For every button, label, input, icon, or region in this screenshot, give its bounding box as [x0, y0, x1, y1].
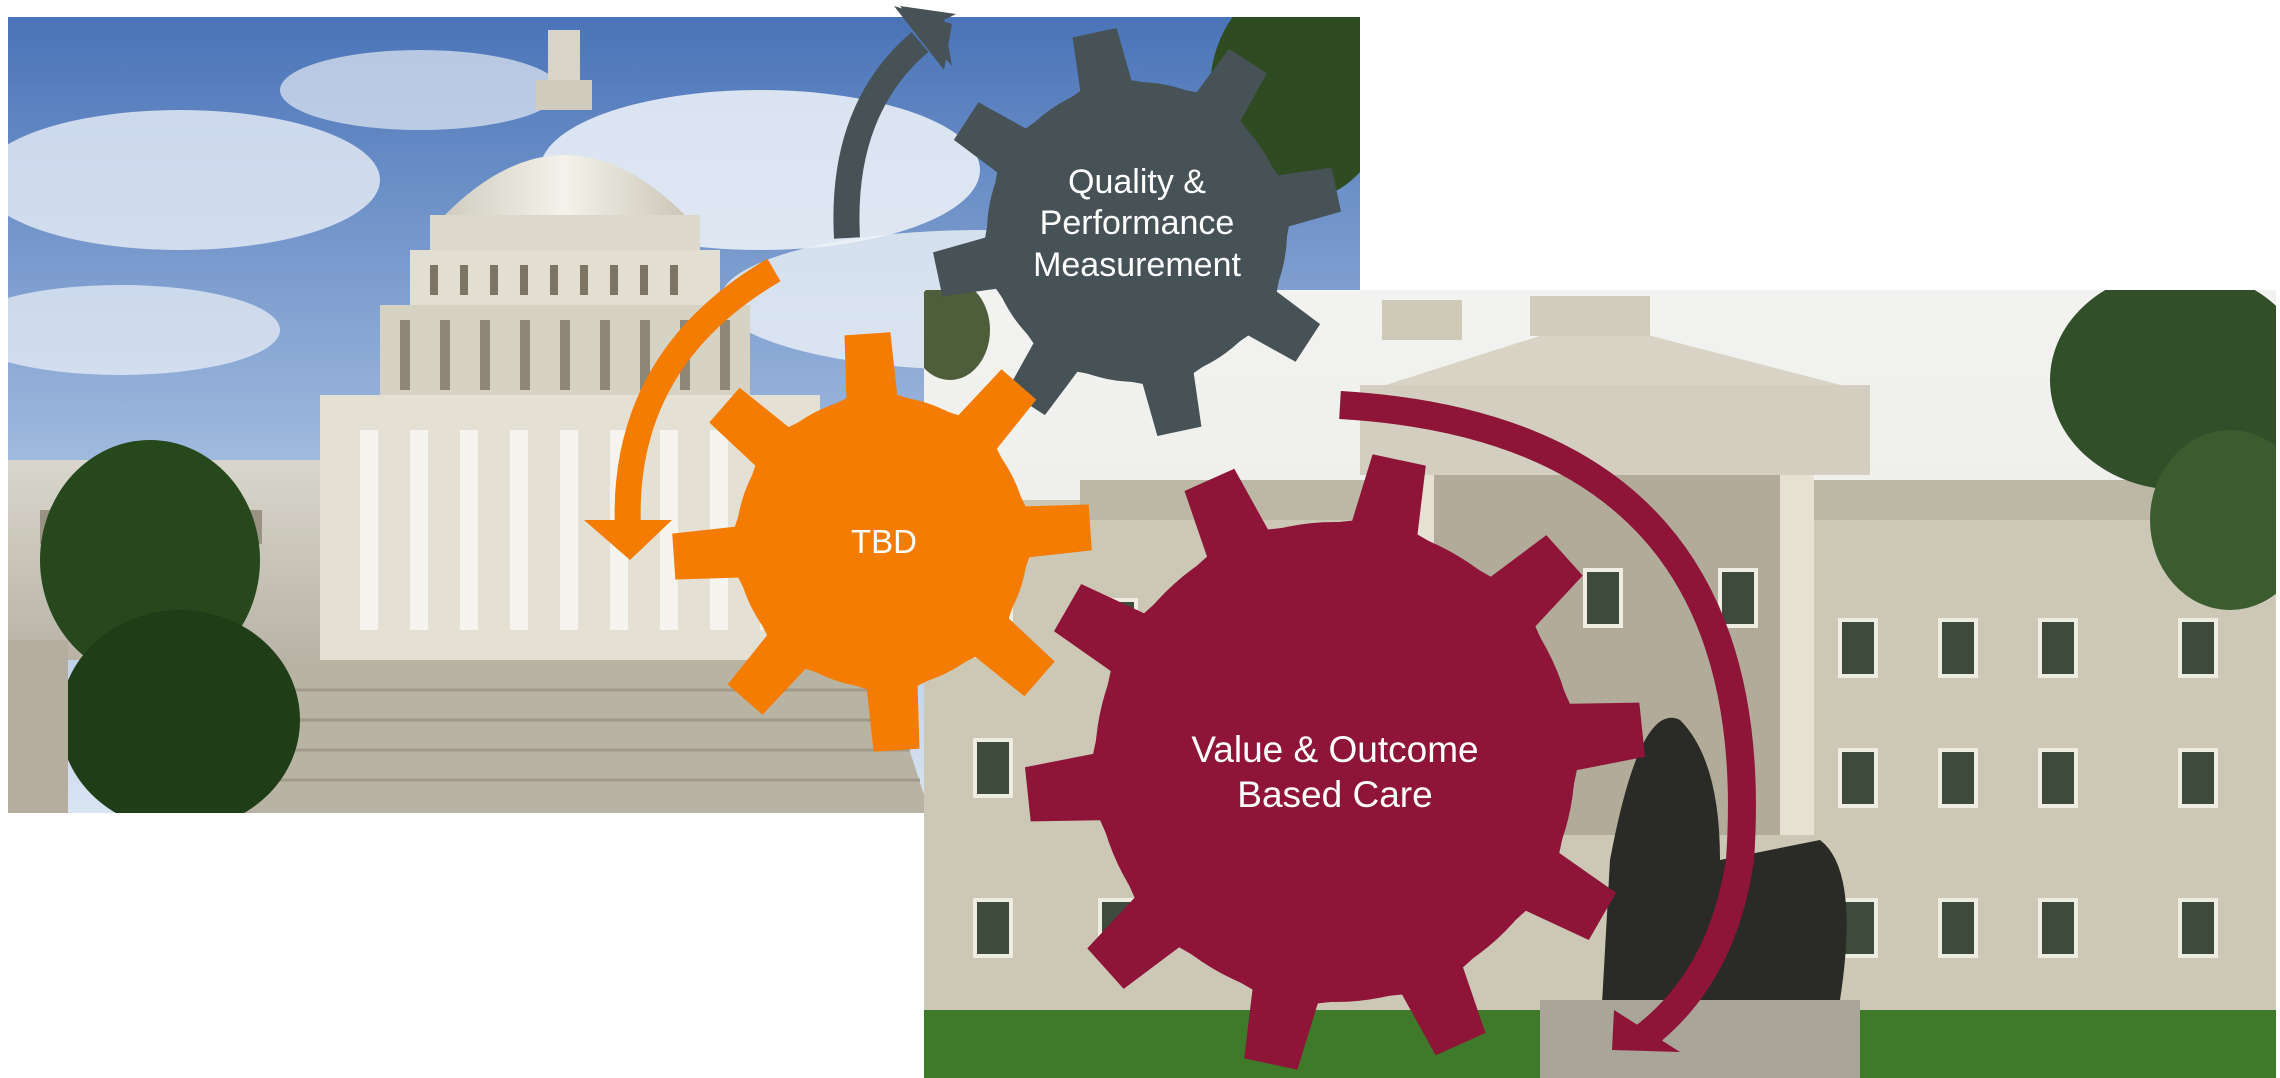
- tbd-gear: [672, 332, 1092, 752]
- quality-label-line1: Quality &: [1068, 162, 1206, 201]
- value-label-line2: Based Care: [1237, 774, 1433, 815]
- value-gear: [1025, 454, 1645, 1070]
- arrow-to-quality: [833, 6, 956, 239]
- tbd-label-text: TBD: [851, 522, 917, 560]
- quality-label-line2: Performance: [1039, 204, 1235, 243]
- quality-label-line3: Measurement: [1033, 245, 1241, 284]
- tbd-gear-label: TBD: [851, 522, 917, 562]
- tbd-gear-shape-hub: [736, 396, 1028, 688]
- quality-gear-shape-hub: [987, 82, 1287, 382]
- value-gear-label: Value & Outcome Based Care: [1191, 727, 1478, 817]
- arrow-to-value: [1339, 391, 1756, 1052]
- arrow-to-tbd: [584, 258, 781, 560]
- state-capitol-photo: [924, 290, 2276, 1078]
- value-gear-shape-hub: [1095, 522, 1575, 1002]
- value-label-line1: Value & Outcome: [1191, 728, 1479, 770]
- quality-gear-label: Quality & Performance Measurement: [1033, 162, 1241, 286]
- quality-gear: [933, 28, 1341, 436]
